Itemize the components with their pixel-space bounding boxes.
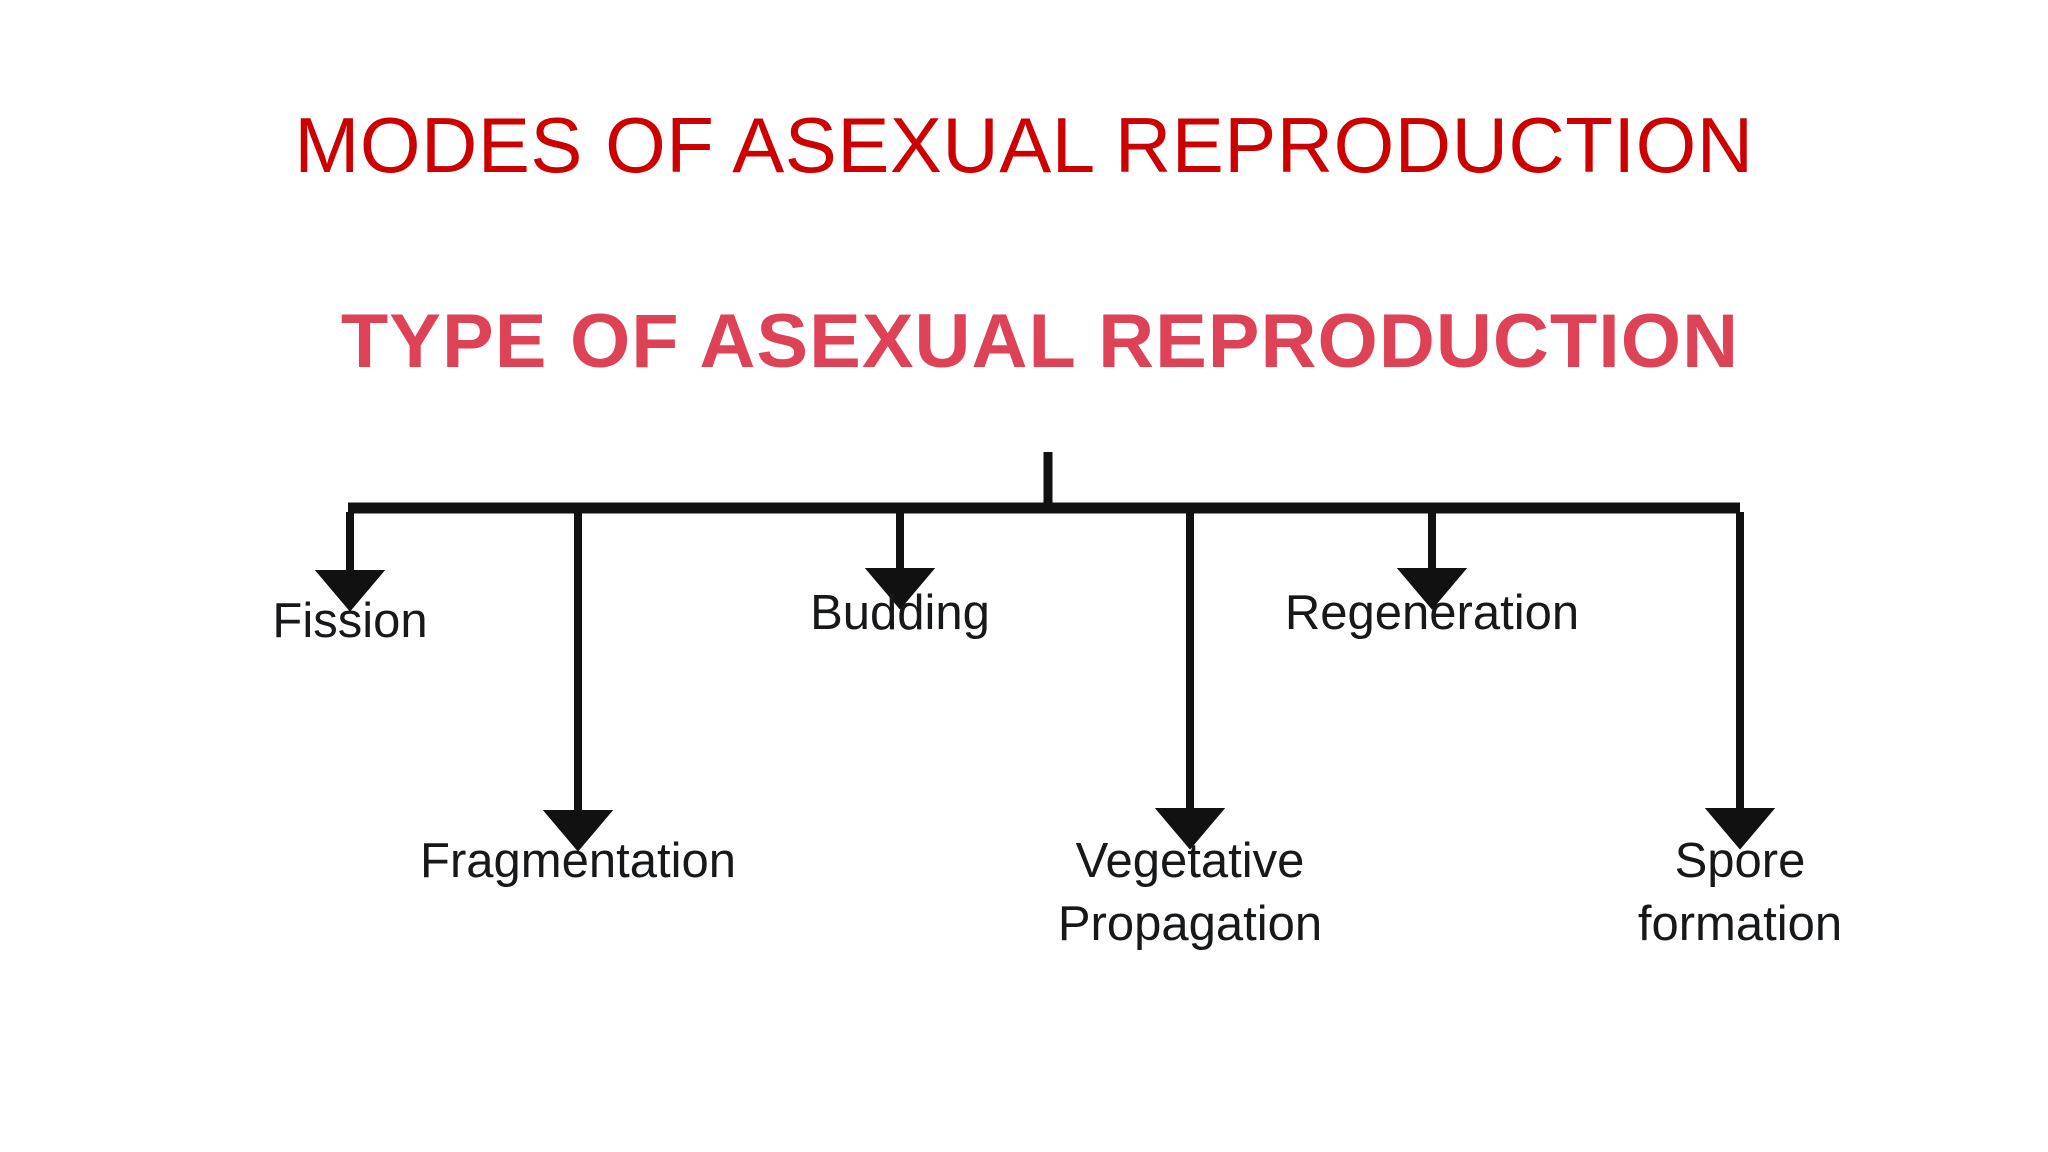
node-label-regeneration: Regeneration xyxy=(1284,586,1580,640)
tree-connectors xyxy=(314,452,1776,852)
node-label-spore-line-2: formation xyxy=(1637,896,1843,951)
node-label-fragmentation: Fragmentation xyxy=(420,834,736,888)
node-label-vegetative-line-1: Vegetative xyxy=(1075,834,1305,888)
node-label-budding: Budding xyxy=(810,586,990,640)
node-label-spore-formation: Spore formation xyxy=(1580,830,1900,955)
page-title: MODES OF ASEXUAL REPRODUCTION xyxy=(294,101,1754,189)
node-label-vegetative-propagation: Vegetative Propagation xyxy=(1030,830,1350,955)
asexual-reproduction-tree-figure: TYPE OF ASEXUAL REPRODUCTION xyxy=(260,290,1842,1010)
node-label-fission: Fission xyxy=(272,594,428,648)
node-label-vegetative-line-2: Propagation xyxy=(1057,896,1323,951)
node-label-spore-line-1: Spore xyxy=(1674,834,1806,888)
figure-heading: TYPE OF ASEXUAL REPRODUCTION xyxy=(340,299,1740,384)
